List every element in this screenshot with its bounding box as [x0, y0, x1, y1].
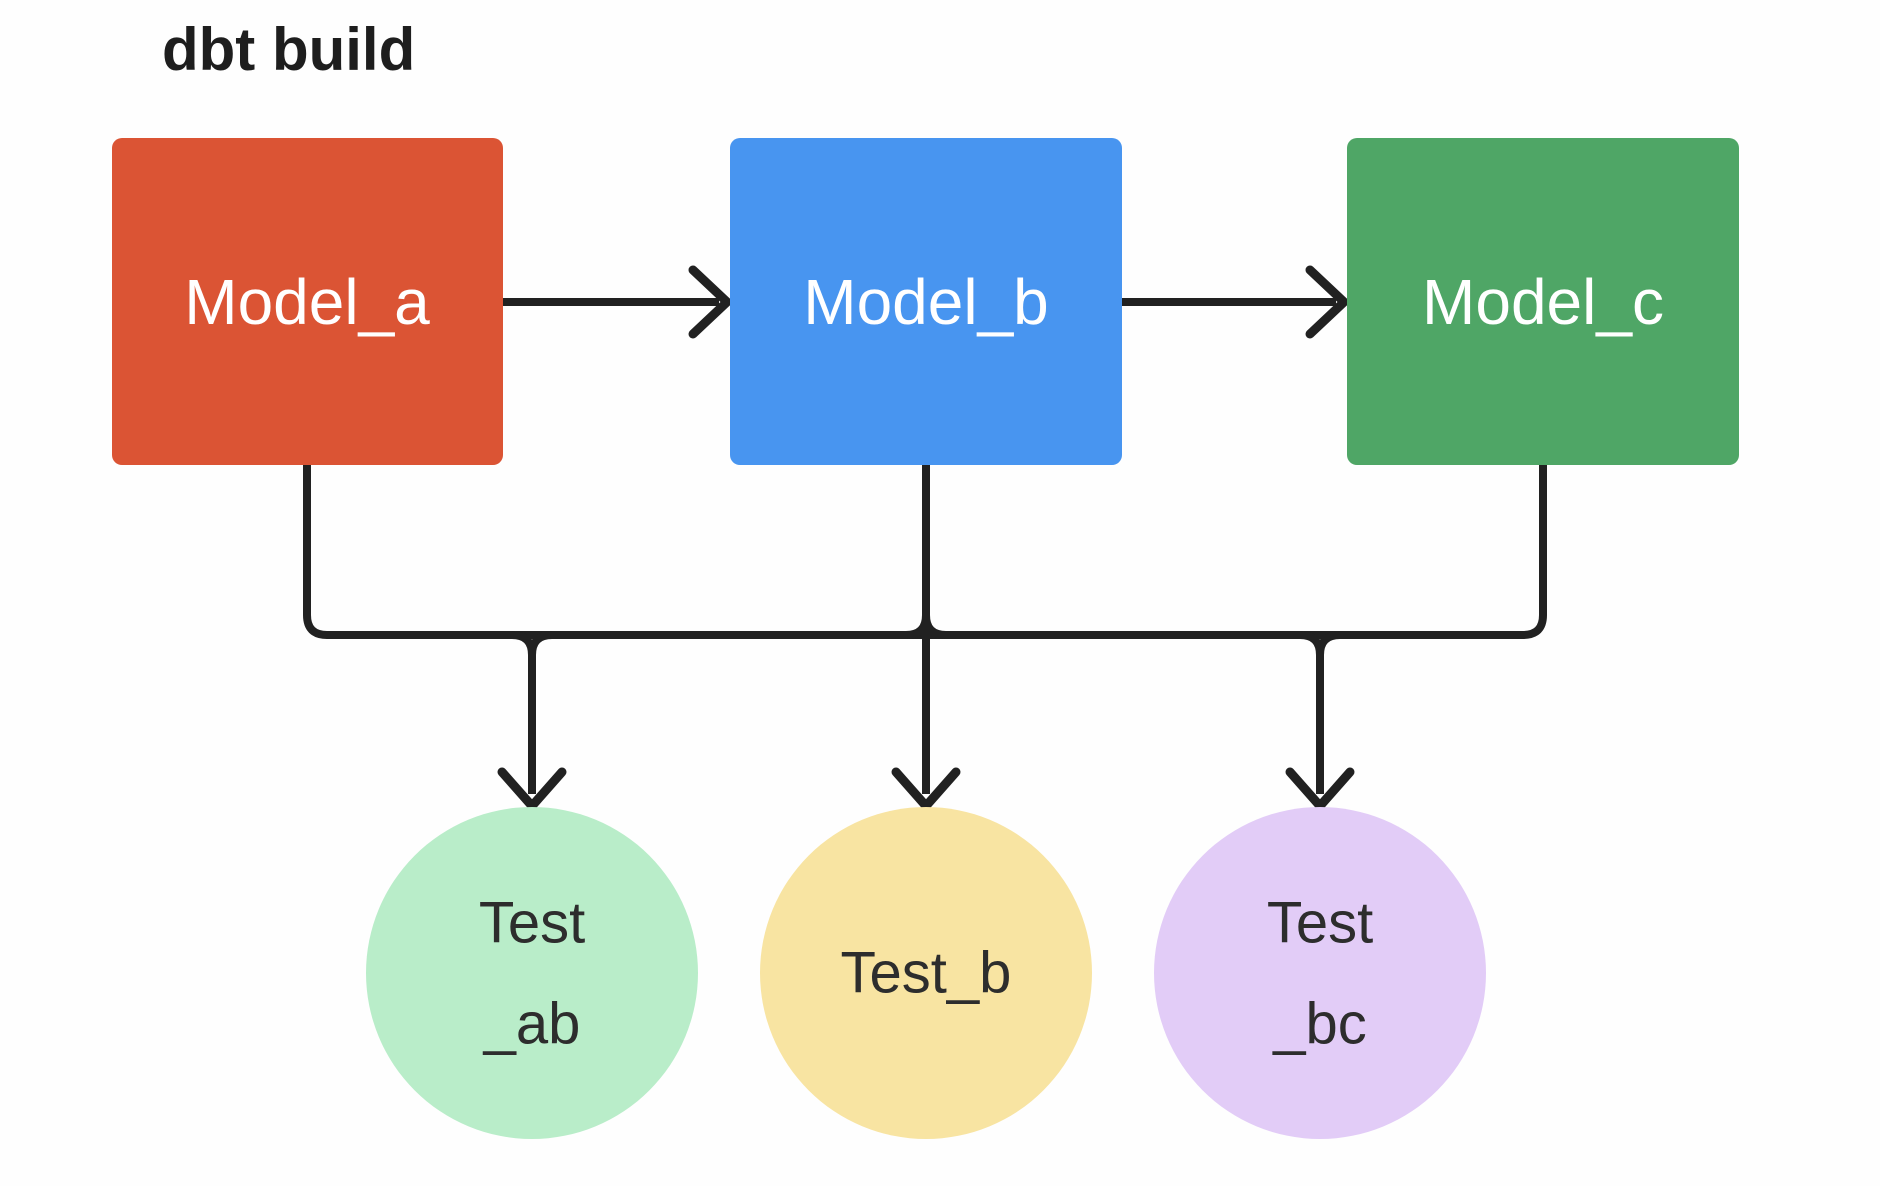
edge-to-test-ab-arrowhead-icon: [497, 767, 567, 811]
node-model-c-label: Model_c: [1422, 266, 1664, 338]
edge-merge-test-ab-fillets: [511, 631, 553, 656]
test-nodes: Test _ab Test_b Test _bc: [366, 807, 1486, 1139]
edge-model-a-to-model-b-arrowhead-icon: [688, 265, 732, 339]
node-model-c[interactable]: [1347, 138, 1739, 465]
node-test-ab-label-line1: Test: [479, 891, 585, 956]
node-test-ab-label-line2: _ab: [483, 992, 581, 1057]
diagram-title: dbt build: [162, 16, 415, 83]
node-model-b-label: Model_b: [803, 266, 1049, 338]
edge-merge-test-bc-fillets: [1299, 631, 1341, 656]
node-test-bc-label-line2: _bc: [1272, 992, 1367, 1057]
edge-layer: [303, 265, 1547, 811]
edge-to-test-b-arrowhead-icon: [891, 767, 961, 811]
node-test-b[interactable]: [760, 807, 1092, 1139]
node-test-b-label: Test_b: [841, 941, 1012, 1006]
node-model-b[interactable]: [730, 138, 1122, 465]
node-test-bc[interactable]: [1154, 807, 1486, 1139]
edge-to-test-bc-arrowhead-icon: [1285, 767, 1355, 811]
model-nodes: Model_a Model_b Model_c: [112, 138, 1739, 465]
node-model-a[interactable]: [112, 138, 503, 465]
edge-model-b-to-model-c-arrowhead-icon: [1305, 265, 1349, 339]
node-model-a-label: Model_a: [184, 266, 430, 338]
node-test-bc-label-line1: Test: [1267, 891, 1373, 956]
node-test-ab[interactable]: [366, 807, 698, 1139]
